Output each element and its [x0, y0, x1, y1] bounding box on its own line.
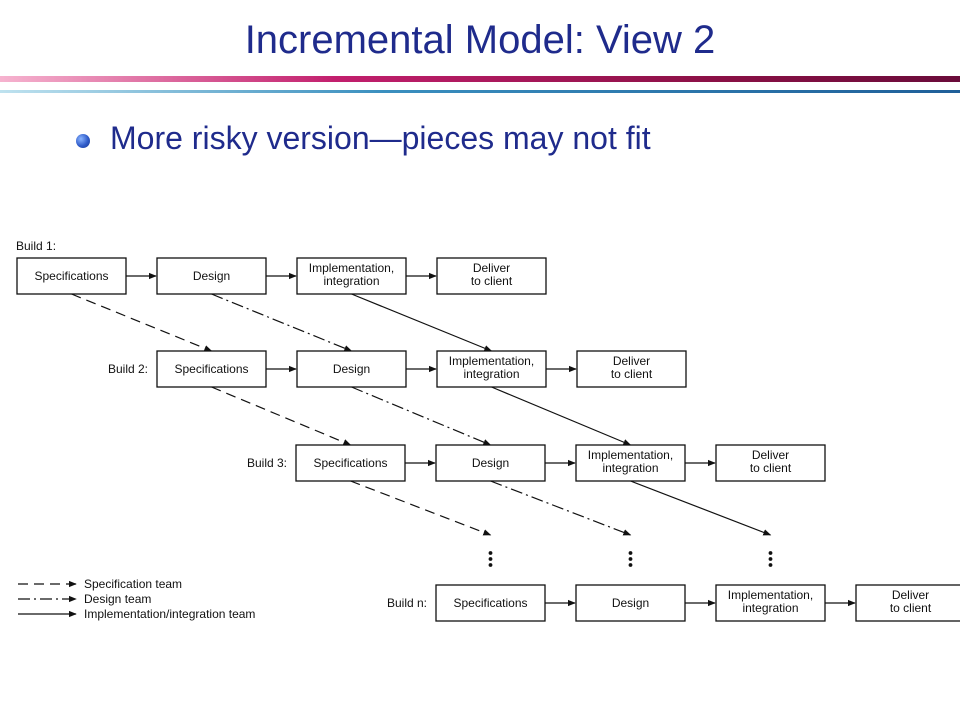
specification-team-arrow [71, 293, 213, 352]
box-label: integration [742, 601, 798, 615]
box-label: Deliver [892, 588, 929, 602]
build-1-design-box: Design [156, 257, 267, 295]
bullet-text: More risky version—pieces may not fit [110, 120, 651, 156]
box-label: Implementation, [728, 588, 813, 602]
legend-label: Design team [84, 592, 151, 606]
box-label: Implementation, [588, 448, 673, 462]
box-label: Design [472, 456, 509, 470]
build-3-specifications-box: Specifications [295, 444, 406, 482]
box-label: Specifications [34, 269, 108, 283]
box-label: integration [463, 367, 519, 381]
box-label: Design [333, 362, 370, 376]
box-label: Specifications [453, 596, 527, 610]
box-label: Deliver [473, 261, 510, 275]
box-label: integration [602, 461, 658, 475]
specification-team-arrow [211, 386, 352, 446]
box-label: Specifications [174, 362, 248, 376]
title-rule-blue [0, 90, 960, 93]
build-4-specifications-box: Specifications [435, 584, 546, 622]
box-label: Deliver [613, 354, 650, 368]
flow-arrows-layer [126, 272, 856, 607]
box-label: to client [890, 601, 932, 615]
box-label: to client [471, 274, 513, 288]
design-team-arrow [351, 386, 492, 446]
build-3-implementation-box: Implementation,integration [575, 444, 686, 482]
legend-label: Specification team [84, 577, 182, 591]
build-4-label: Build n: [387, 596, 427, 610]
box-label: Design [612, 596, 649, 610]
build-2-design-box: Design [296, 350, 407, 388]
implementation-team-arrow [491, 386, 632, 446]
build-1-specifications-box: Specifications [16, 257, 127, 295]
implementation-team-arrow [630, 480, 772, 536]
team-arrows-layer [71, 293, 772, 536]
build-4-design-box: Design [575, 584, 686, 622]
box-label: Deliver [752, 448, 789, 462]
title-rule-magenta [0, 76, 960, 82]
build-2-implementation-box: Implementation,integration [436, 350, 547, 388]
bullet-dot-icon [76, 134, 90, 148]
box-label: Specifications [313, 456, 387, 470]
box-label: Implementation, [449, 354, 534, 368]
vertical-ellipsis-icon [628, 551, 633, 567]
build-2-label: Build 2: [108, 362, 148, 376]
box-label: Implementation, [309, 261, 394, 275]
vertical-ellipsis-icon [768, 551, 773, 567]
vertical-ellipsis-icon [488, 551, 493, 567]
build-labels-layer: Build 1: Build 2: Build 3: Build n: [16, 239, 427, 610]
build-1-implementation-box: Implementation,integration [296, 257, 407, 295]
build-1-label: Build 1: [16, 239, 56, 253]
implementation-team-arrow [351, 293, 493, 352]
box-label: to client [611, 367, 653, 381]
box-label: Design [193, 269, 230, 283]
box-label: to client [750, 461, 792, 475]
slide-title: Incremental Model: View 2 [244, 18, 716, 62]
legend-label: Implementation/integration team [84, 607, 255, 621]
design-team-arrow [211, 293, 353, 352]
build-3-label: Build 3: [247, 456, 287, 470]
build-3-design-box: Design [435, 444, 546, 482]
specification-team-arrow [350, 480, 492, 536]
ellipsis-layer [488, 551, 773, 567]
box-label: integration [323, 274, 379, 288]
design-team-arrow [490, 480, 632, 536]
build-2-specifications-box: Specifications [156, 350, 267, 388]
build-4-implementation-box: Implementation,integration [715, 584, 826, 622]
